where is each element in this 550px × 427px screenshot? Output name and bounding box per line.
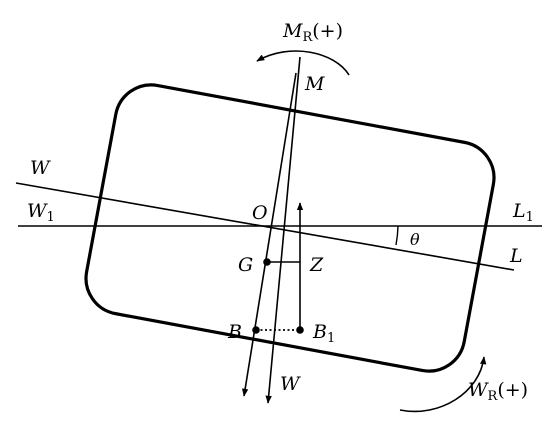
ship-centerline (265, 56, 301, 404)
label-z: Z (309, 254, 324, 276)
label-w1: W1 (27, 200, 55, 225)
label-o: O (252, 202, 268, 224)
point-b1 (296, 326, 304, 334)
point-b (252, 326, 260, 334)
label-moment-mr: MR(+) (282, 20, 343, 45)
wave-moment-arrow (399, 356, 487, 413)
heel-angle-arc (395, 225, 399, 246)
label-b: B (227, 321, 242, 343)
righting-moment-arrow (256, 50, 350, 76)
label-l1: L1 (512, 200, 534, 225)
point-g (263, 258, 271, 266)
metacenter-line (241, 72, 297, 397)
waterline-w-l (15, 182, 515, 271)
label-m: M (304, 73, 325, 95)
label-l: L (509, 245, 523, 267)
label-w-top: W (30, 157, 51, 179)
label-weight-w: W (280, 373, 301, 395)
label-b1: B1 (312, 321, 335, 346)
label-g: G (238, 254, 253, 276)
label-theta: θ (410, 230, 420, 249)
hull-outline (84, 83, 496, 373)
label-wave-moment: WR(+) (468, 379, 528, 404)
hull-group (84, 83, 496, 373)
